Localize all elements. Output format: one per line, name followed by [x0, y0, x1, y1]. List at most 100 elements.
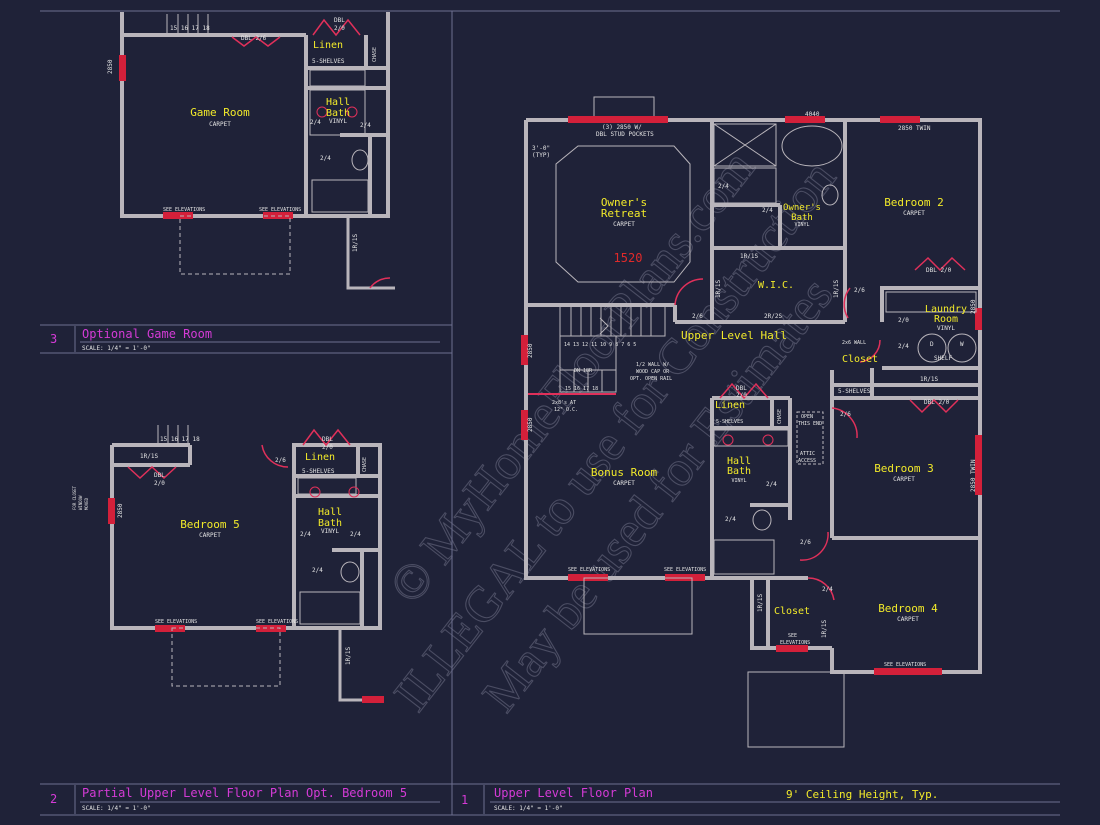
upper-note: SEE ELEVATIONS	[884, 662, 926, 668]
sheet1-scale: SCALE: 1/4" = 1'-0"	[494, 805, 563, 812]
upper-note: 14 13 12 11 10 9 8 7 6 5	[564, 342, 636, 348]
game-note: 2/0	[334, 25, 345, 32]
bedroom5-note: FOR CLOSET	[72, 485, 77, 510]
upper-note: 1R/1S	[833, 280, 840, 298]
upper-note: ELEVATIONS	[780, 640, 810, 646]
owners-retreat-label-line: Retreat	[601, 207, 647, 220]
bedroom5-note: 2/0	[154, 480, 165, 487]
bedroom5-note: 5-SHELVES	[302, 468, 335, 475]
sheet2-title: Partial Upper Level Floor Plan Opt. Bedr…	[82, 786, 407, 800]
game-hall-bath-finish: VINYL	[329, 118, 347, 125]
upper-note: 1R/1S	[740, 253, 758, 260]
upper-front-porch-outline	[583, 577, 693, 635]
bedroom5-note: CHASE	[362, 457, 368, 472]
upper-note: 1R/1S	[757, 594, 764, 612]
game-hall-bath-label-line: Bath	[326, 108, 350, 119]
upper-note: DBL STUD POCKETS	[596, 131, 654, 138]
upper-note: CHASE	[777, 409, 783, 424]
upper-level-hall-label: Upper Level Hall	[681, 329, 787, 342]
bedroom5-stair-lines	[157, 425, 189, 444]
upper-note: 2850 TWIN	[970, 459, 977, 492]
area-label: 1520	[614, 251, 643, 265]
bedroom5-note: 2/4	[300, 531, 311, 538]
bedroom5-walls	[110, 443, 382, 702]
upper-note: 2/4	[725, 516, 736, 523]
upper-note: WOOD CAP OR	[636, 369, 670, 375]
laundry-room-label-line: Room	[934, 314, 958, 325]
upper-note: D	[930, 341, 934, 348]
upper-note: 2850	[527, 417, 534, 432]
upper-note: 2x8's AT	[552, 400, 576, 406]
upper-note: 2850	[970, 299, 977, 314]
upper-note: (TYP)	[532, 152, 550, 159]
sheet1-title: Upper Level Floor Plan	[494, 786, 653, 800]
upper-note: SEE ELEVATIONS	[664, 567, 706, 573]
laundry-room-label-line: Laundry	[925, 304, 967, 315]
upper-note: 1R/1S	[821, 620, 828, 638]
game-note: 2/4	[310, 119, 321, 126]
bedroom5-note: DBL	[154, 472, 165, 479]
owners-bath-label-line: Owner's	[783, 203, 821, 213]
upper-note: 2/4	[766, 481, 777, 488]
game-note: 1R/1S	[352, 234, 359, 252]
sheet3-title: Optional Game Room	[82, 327, 212, 341]
game-room-label: Game Room	[190, 106, 250, 119]
game-note: 15 16 17 18	[170, 25, 210, 32]
sheet3-scale: SCALE: 1/4" = 1'-0"	[82, 345, 151, 352]
bedroom-4-label: Bedroom 4	[878, 602, 938, 615]
upper-note: 2/6	[692, 313, 703, 320]
bedroom5-note: 1R/1S	[140, 453, 158, 460]
bedroom5-label: Bedroom 5	[180, 518, 240, 531]
upper-level-walls	[524, 118, 982, 674]
bedroom-3-finish: CARPET	[893, 476, 915, 483]
game-note: 2/4	[320, 155, 331, 162]
bedroom-2-finish: CARPET	[903, 210, 925, 217]
upper-note: 4040	[805, 111, 820, 118]
upper-rear-porch-outline	[747, 671, 845, 748]
game-room-doors	[231, 18, 391, 289]
sheet-frame	[40, 10, 1060, 816]
bedroom5-note: 2/6	[275, 457, 286, 464]
upper-note: 2/0	[736, 392, 747, 399]
linen-label: Linen	[715, 400, 745, 411]
game-note: 2850	[107, 59, 114, 74]
game-note: 2/4	[360, 122, 371, 129]
owners-bath-finish: VINYL	[794, 222, 809, 228]
game-room-finish: CARPET	[209, 121, 231, 128]
bedroom5-note: DBL	[322, 436, 333, 443]
upper-note: 5-SHELVES	[716, 419, 743, 425]
bedroom5-note: 1R/1S	[345, 647, 352, 665]
bedroom5-bath-fixtures	[297, 477, 361, 625]
upper-doors	[674, 256, 966, 601]
upper-note: DBL 2/0	[926, 267, 952, 274]
sheet3-number: 3	[50, 332, 57, 346]
bedroom5-note: SEE ELEVATIONS	[155, 619, 197, 625]
bedroom-4-finish: CARPET	[897, 616, 919, 623]
upper-note: 2850 TWIN	[898, 125, 931, 132]
upper-note: 2/6	[800, 539, 811, 546]
game-note: DBL	[334, 17, 345, 24]
upper-note: DBL 2/0	[924, 399, 950, 406]
bedroom5-note: 2850	[117, 503, 124, 518]
upper-note: THIS END	[798, 421, 822, 427]
game-note: 5-SHELVES	[312, 58, 345, 65]
bedroom5-note: 2/4	[312, 567, 323, 574]
owners-retreat-label-line: Owner's	[601, 196, 647, 209]
upper-stairs	[559, 305, 666, 393]
sheet2-number: 2	[50, 792, 57, 806]
game-note: CHASE	[372, 47, 378, 62]
upper-note: 3'-0"	[532, 145, 550, 152]
hall-bath-label-line: Hall	[727, 456, 751, 467]
bedroom5-linen-label: Linen	[305, 452, 335, 463]
upper-note: 2/4	[718, 183, 729, 190]
